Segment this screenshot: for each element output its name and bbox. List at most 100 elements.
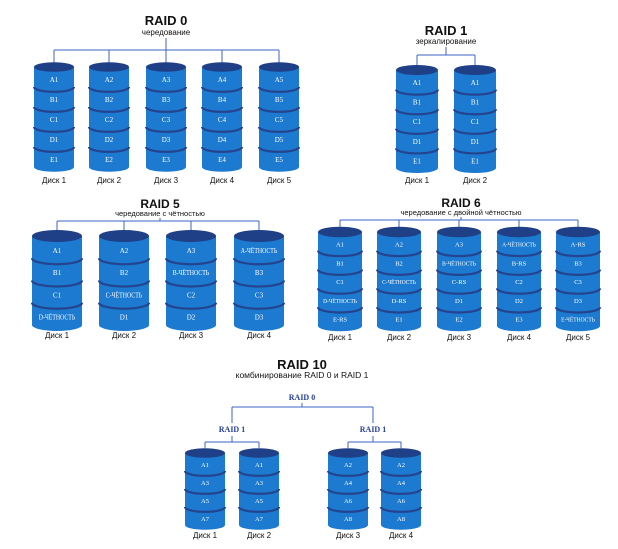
block-separator <box>144 146 188 153</box>
block-label: D2 <box>187 314 196 322</box>
raid10-subtitle: комбинирование RAID 0 и RAID 1 <box>236 370 369 380</box>
block-separator <box>200 126 244 133</box>
block-separator <box>394 148 440 155</box>
disk-top <box>234 230 284 242</box>
block-separator <box>183 470 227 477</box>
disk-label: Диск 1 <box>42 176 67 185</box>
block-label: C-RS <box>452 279 467 286</box>
disk-top <box>377 226 421 238</box>
block-separator <box>144 126 188 133</box>
disk-body <box>202 67 242 172</box>
block-label: C5 <box>275 116 284 124</box>
disk-body <box>318 232 362 332</box>
disk-label: Диск 2 <box>387 333 412 342</box>
block-separator <box>164 280 218 288</box>
block-label: C1 <box>50 116 59 124</box>
block-label: A3 <box>255 480 263 487</box>
block-separator <box>144 106 188 113</box>
disk-top <box>185 448 225 458</box>
block-separator <box>32 126 76 133</box>
block-label: D3 <box>255 314 264 322</box>
disk-label: Диск 2 <box>97 176 122 185</box>
block-separator <box>435 269 483 276</box>
block-separator <box>375 250 423 258</box>
block-separator <box>32 106 76 113</box>
disk-top <box>89 62 129 72</box>
block-label: C2 <box>515 279 523 286</box>
block-label: A8 <box>397 516 405 523</box>
block-separator <box>554 269 602 276</box>
block-separator <box>164 302 218 310</box>
disk-top <box>259 62 299 72</box>
disk-label: Диск 2 <box>247 531 272 540</box>
block-separator <box>232 280 286 288</box>
block-label: A1 <box>336 241 344 248</box>
block-label: D-RS <box>392 298 407 305</box>
block-label: E4 <box>218 156 226 164</box>
disk-body <box>89 67 129 172</box>
block-label: C3 <box>162 116 171 124</box>
block-separator <box>30 302 84 310</box>
block-label: D2 <box>105 136 114 144</box>
disk-top <box>381 448 421 458</box>
raid10-top-label: RAID 0 <box>289 393 315 402</box>
raid1-group-label: RAID 1 <box>360 425 386 434</box>
block-separator <box>237 470 281 477</box>
block-label: E1 <box>471 157 479 165</box>
block-separator <box>435 288 483 295</box>
block-separator <box>232 302 286 310</box>
block-separator <box>452 148 498 155</box>
block-separator <box>316 269 364 276</box>
block-label: A-RS <box>571 241 586 248</box>
block-label: C1 <box>471 118 480 126</box>
block-separator <box>326 506 370 513</box>
block-separator <box>394 108 440 116</box>
raid6-title: RAID 6 <box>441 196 481 210</box>
disk-label: Диск 1 <box>193 531 218 540</box>
block-separator <box>452 89 498 96</box>
block-separator <box>316 250 364 258</box>
block-separator <box>435 250 483 258</box>
block-separator <box>257 86 301 93</box>
block-separator <box>495 288 543 295</box>
block-label: A3 <box>162 76 171 84</box>
block-label: A5 <box>201 498 209 505</box>
block-label: C2 <box>187 291 196 299</box>
disk-top <box>32 230 82 242</box>
block-separator <box>144 86 188 93</box>
block-label: E2 <box>455 317 462 324</box>
block-label: A4 <box>397 480 406 487</box>
block-label: E1 <box>50 156 58 164</box>
block-separator <box>257 106 301 113</box>
block-label: B3 <box>255 269 264 277</box>
block-separator <box>326 488 370 495</box>
block-label: C2 <box>105 116 114 124</box>
disk-label: Диск 4 <box>389 531 414 540</box>
block-label: A2 <box>105 76 114 84</box>
block-label: D1 <box>50 136 59 144</box>
block-label: A2 <box>344 462 352 469</box>
disk-label: Диск 1 <box>45 331 70 340</box>
block-separator <box>183 506 227 513</box>
raid1-subtitle: зеркалирование <box>416 37 477 46</box>
block-label: A1 <box>50 76 59 84</box>
block-separator <box>87 126 131 133</box>
block-separator <box>87 106 131 113</box>
block-separator <box>32 86 76 93</box>
block-label: A3 <box>201 480 209 487</box>
block-separator <box>554 288 602 295</box>
block-separator <box>375 306 423 314</box>
block-label: D2 <box>515 298 523 305</box>
disk-top <box>454 64 496 76</box>
disk-body <box>377 232 421 332</box>
block-label: A6 <box>397 498 406 505</box>
